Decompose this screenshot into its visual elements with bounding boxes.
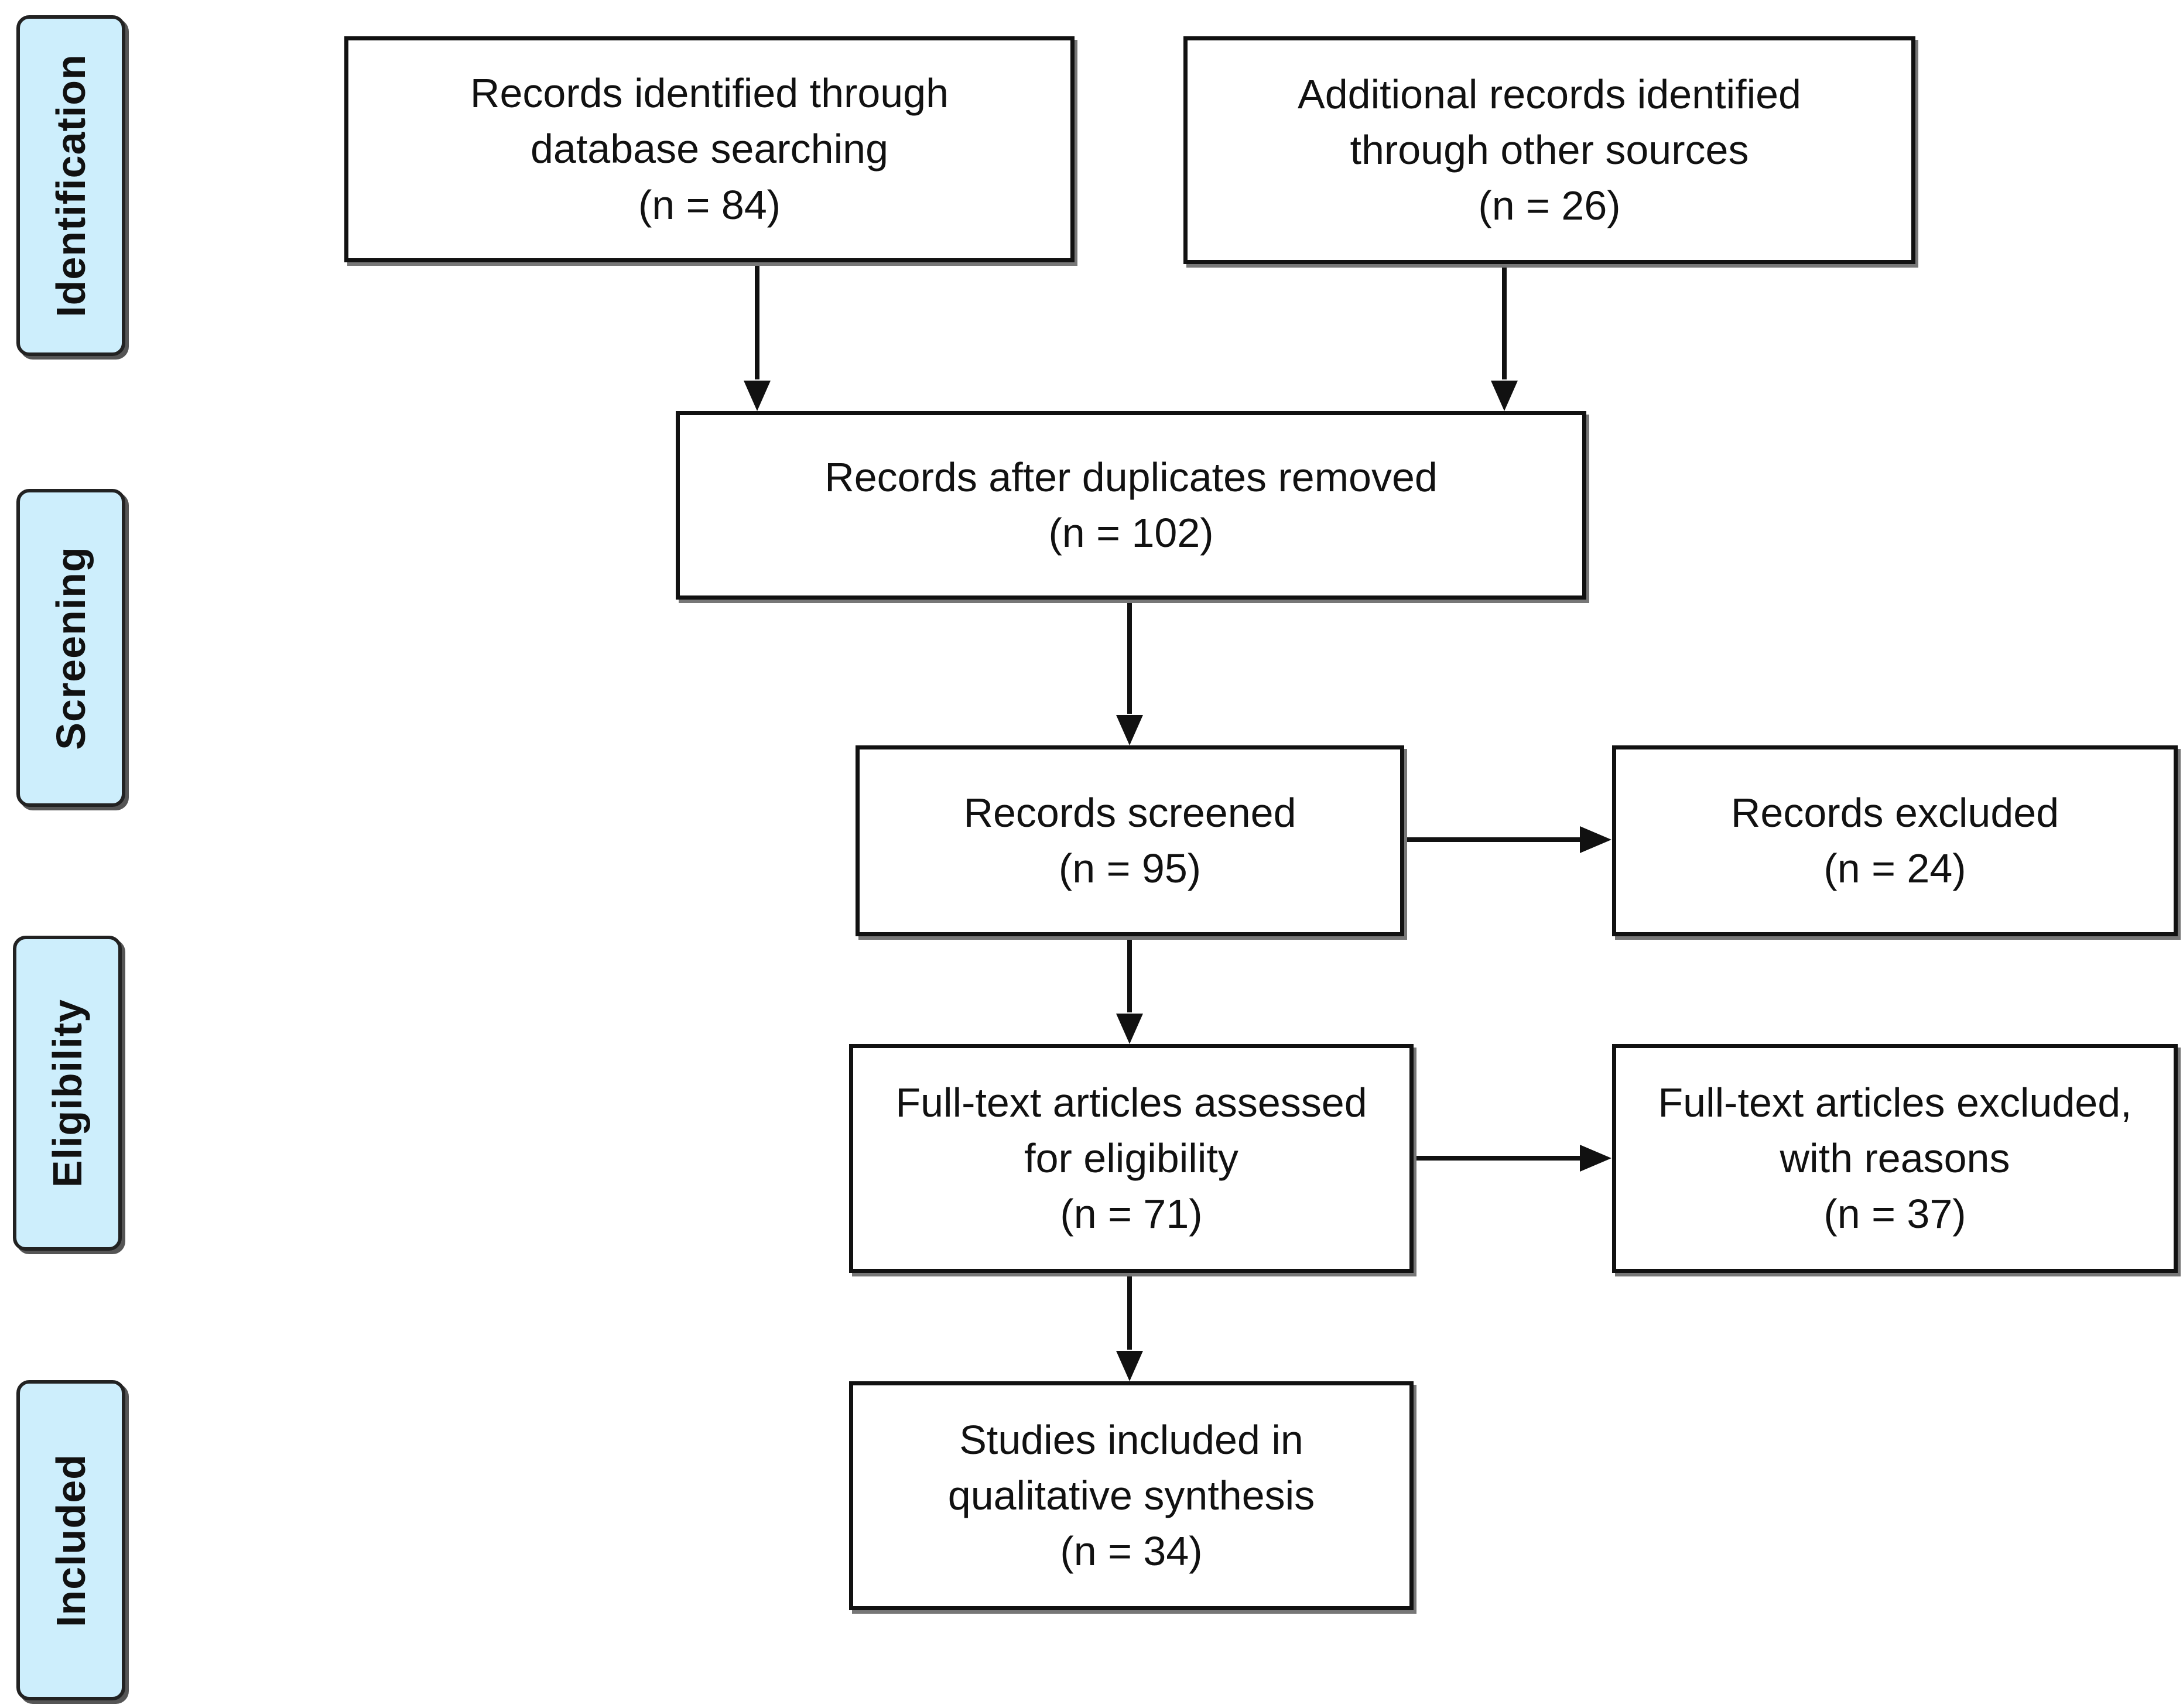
box-database-records: Records identified through database sear…	[344, 36, 1075, 262]
included-studies-line1: Studies included in	[959, 1416, 1303, 1463]
records-screened-count: (n = 95)	[1058, 846, 1202, 891]
fulltext-assessed-line1: Full-text articles assessed	[895, 1079, 1367, 1125]
fulltext-assessed-count: (n = 71)	[1060, 1191, 1203, 1237]
box-included-studies: Studies included in qualitative synthesi…	[849, 1381, 1414, 1610]
fulltext-excluded-line2: with reasons	[1780, 1135, 2010, 1181]
arrowhead-deduplicated-to-screened	[1116, 715, 1143, 745]
other-records-line1: Additional records identified	[1298, 71, 1801, 117]
fulltext-excluded-line1: Full-text articles excluded,	[1658, 1079, 2132, 1125]
after-duplicates-line1: Records after duplicates removed	[824, 454, 1438, 500]
records-screened-line1: Records screened	[963, 789, 1296, 836]
arrowhead-other-to-deduplicated	[1491, 381, 1518, 411]
records-excluded-count: (n = 24)	[1823, 846, 1966, 891]
box-records-excluded: Records excluded (n = 24)	[1612, 745, 2178, 936]
database-records-line1: Records identified through	[470, 70, 949, 117]
arrowhead-screened-to-fulltext	[1116, 1014, 1143, 1044]
stage-screening: Screening	[16, 489, 125, 807]
arrowhead-fulltext-to-included	[1116, 1351, 1143, 1381]
fulltext-assessed-line2: for eligibility	[1024, 1135, 1238, 1181]
records-excluded-line1: Records excluded	[1730, 789, 2059, 836]
arrowhead-screened-to-excluded	[1580, 826, 1611, 853]
box-after-duplicates: Records after duplicates removed (n = 10…	[676, 411, 1586, 600]
box-fulltext-assessed: Full-text articles assessed for eligibil…	[849, 1044, 1414, 1273]
other-records-count: (n = 26)	[1478, 183, 1621, 229]
included-studies-line2: qualitative synthesis	[947, 1472, 1315, 1518]
box-records-screened: Records screened (n = 95)	[856, 745, 1404, 936]
box-other-records: Additional records identified through ot…	[1183, 36, 1915, 264]
stage-eligibility: Eligibility	[13, 936, 122, 1251]
fulltext-excluded-count: (n = 37)	[1823, 1191, 1966, 1237]
box-fulltext-excluded: Full-text articles excluded, with reason…	[1612, 1044, 2178, 1273]
database-records-line2: database searching	[531, 126, 888, 172]
included-studies-count: (n = 34)	[1060, 1528, 1203, 1574]
database-records-count: (n = 84)	[638, 182, 781, 228]
other-records-line2: through other sources	[1350, 126, 1749, 173]
arrowhead-database-to-deduplicated	[744, 381, 771, 411]
stage-included: Included	[16, 1380, 125, 1700]
arrowhead-fulltext-to-excluded	[1580, 1145, 1611, 1172]
after-duplicates-count: (n = 102)	[1048, 510, 1214, 556]
stage-identification: Identification	[16, 15, 125, 356]
